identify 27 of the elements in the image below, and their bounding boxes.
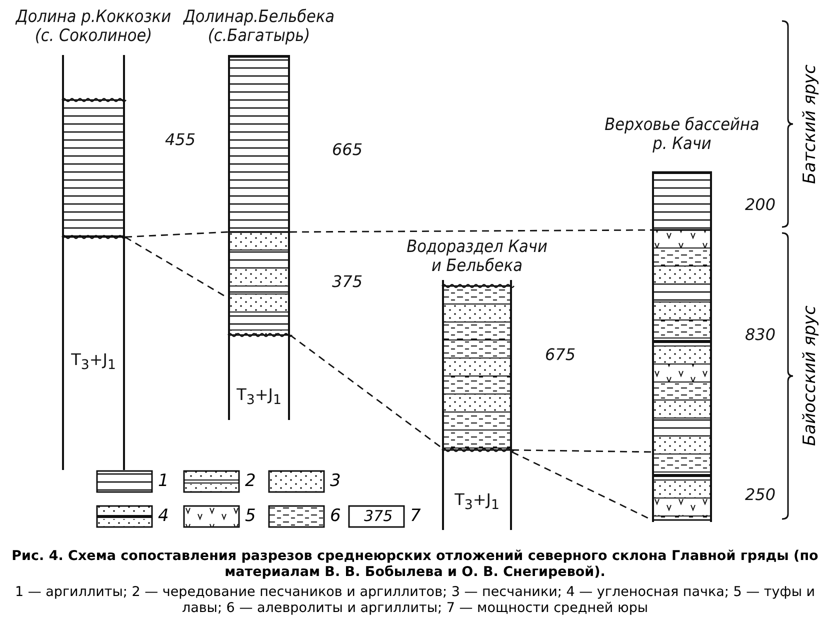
column-heading: Долина р.Коккозки (с. Соколиное): [14, 8, 172, 46]
column-heading: Водораздел Качи и Бельбека: [406, 238, 548, 276]
thickness-label: 250: [745, 485, 776, 504]
thickness-label: 675: [545, 345, 576, 364]
thickness-label: 200: [745, 195, 776, 214]
correlation-line: [290, 334, 442, 449]
thickness-label: 830: [745, 325, 776, 344]
thickness-label: 455: [165, 130, 196, 149]
legend-number: 3: [330, 471, 341, 491]
legend-number: 7: [410, 506, 421, 526]
legend-number: 5: [245, 506, 256, 526]
column-heading: Верховье бассейна р. Качи: [604, 116, 760, 154]
legend-explanation: 1 — аргиллиты; 2 — чередование песчаников и аргиллитов; 3 — песчаники; 4 — угленосная пачка; 5 — туфы и лавы; 6 — алевролиты и аргиллиты; 7 — мощности средней юры: [14, 584, 816, 616]
thickness-label: 375: [332, 272, 363, 291]
correlation-line: [512, 449, 652, 453]
thickness-label: 665: [332, 140, 363, 159]
column-heading: Долинар.Бельбека (с.Багатырь): [182, 8, 336, 46]
legend-number: 1: [158, 471, 169, 491]
stage-label: Батский ярус: [800, 63, 820, 186]
legend-sample-number: 375: [364, 507, 393, 525]
legend-number: 4: [158, 506, 169, 526]
figure-caption: Рис. 4. Схема сопоставления разрезов среднеюрских отложений северного склона Главной гряды (по материалам В. В. Бобылева и О. В. Снегиревой).: [10, 548, 820, 580]
correlation-line: [124, 231, 228, 238]
stage-label: Байосский ярус: [800, 306, 820, 446]
legend-number: 6: [330, 506, 341, 526]
correlation-line: [290, 229, 652, 233]
legend-number: 2: [245, 471, 256, 491]
